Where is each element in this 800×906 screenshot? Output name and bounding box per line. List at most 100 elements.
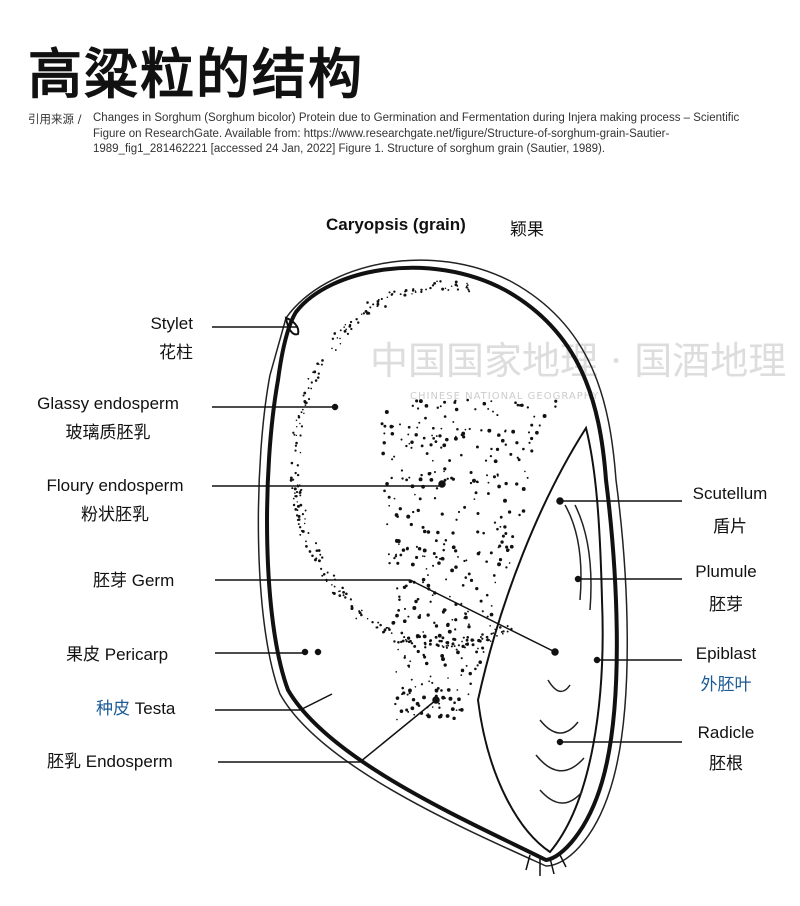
speckle [518, 513, 521, 517]
speckle [500, 630, 503, 633]
speckle [304, 404, 307, 406]
speckle [303, 412, 305, 415]
speckle [437, 633, 442, 638]
speckle [300, 411, 303, 414]
speckle [292, 497, 295, 500]
speckle [360, 313, 363, 315]
speckle [445, 645, 448, 647]
label-endosperm: 胚乳 Endosperm [47, 747, 173, 772]
speckle [390, 476, 393, 480]
speckle [305, 540, 307, 543]
speckle [428, 471, 432, 475]
speckle [424, 404, 429, 408]
speckle [420, 290, 423, 294]
speckle [441, 695, 446, 700]
speckle [425, 452, 429, 455]
speckle [294, 444, 298, 447]
speckle [496, 527, 499, 531]
speckle [423, 641, 427, 645]
speckle [331, 584, 333, 586]
speckle [400, 469, 404, 472]
speckle [409, 660, 412, 663]
speckle [455, 648, 458, 651]
speckle [296, 504, 300, 508]
speckle [310, 387, 313, 390]
speckle [413, 644, 417, 648]
speckle [412, 288, 415, 291]
speckle [431, 594, 434, 597]
speckle [296, 501, 298, 503]
label-en: Testa [134, 699, 176, 718]
speckle [321, 359, 324, 362]
speckle [487, 407, 490, 410]
speckle [447, 629, 452, 634]
speckle [489, 640, 492, 642]
speckle [395, 696, 400, 700]
speckle [422, 581, 425, 584]
speckle [299, 422, 301, 425]
speckle [499, 525, 502, 528]
speckle [313, 370, 317, 374]
speckle [493, 459, 498, 464]
speckle [467, 572, 471, 576]
speckle [387, 553, 390, 556]
speckle [521, 509, 526, 513]
speckle [454, 628, 457, 631]
speckle [310, 381, 313, 384]
speckle [294, 471, 297, 475]
speckle [411, 510, 415, 514]
speckle [391, 458, 394, 461]
speckle [471, 643, 475, 647]
speckle [386, 523, 389, 526]
speckle [442, 543, 446, 546]
speckle [406, 514, 411, 519]
speckle [446, 642, 449, 644]
speckle [480, 429, 483, 432]
citation-text: Changes in Sorghum (Sorghum bicolor) Pro… [93, 112, 740, 155]
speckle [476, 664, 479, 667]
speckle [434, 688, 439, 693]
speckle [422, 634, 427, 639]
speckle [346, 332, 350, 335]
speckle [456, 689, 459, 691]
speckle [398, 598, 401, 601]
speckle [393, 455, 396, 458]
speckle [496, 414, 499, 417]
speckle [492, 632, 495, 634]
speckle [402, 619, 407, 624]
speckle [366, 312, 369, 315]
speckle [476, 481, 479, 484]
speckle [303, 391, 307, 395]
speckle [497, 484, 501, 489]
speckle [454, 435, 457, 438]
speckle [401, 548, 406, 552]
speckle [341, 586, 344, 590]
speckle [376, 302, 380, 306]
speckle [398, 507, 402, 511]
speckle [397, 640, 400, 644]
speckle [434, 440, 438, 444]
speckle [475, 445, 479, 449]
speckle [362, 312, 365, 315]
speckle [405, 640, 408, 643]
label-cn: 花柱 [159, 343, 193, 363]
speckle [293, 433, 296, 436]
speckle [334, 349, 337, 351]
speckle [460, 668, 465, 673]
speckle [421, 525, 425, 529]
speckle [447, 644, 450, 647]
label-cn: 盾片 [713, 517, 747, 537]
leader-testa [215, 693, 333, 711]
label-cn: 胚根 [709, 754, 743, 774]
speckle [408, 691, 411, 695]
speckle [450, 707, 455, 712]
speckle [474, 667, 477, 671]
speckle [457, 644, 461, 647]
speckle [395, 553, 398, 556]
speckle [410, 440, 414, 445]
speckle [463, 505, 467, 509]
speckle [486, 615, 489, 618]
speckle [344, 324, 347, 326]
speckle [431, 434, 433, 437]
speckle [521, 487, 526, 491]
